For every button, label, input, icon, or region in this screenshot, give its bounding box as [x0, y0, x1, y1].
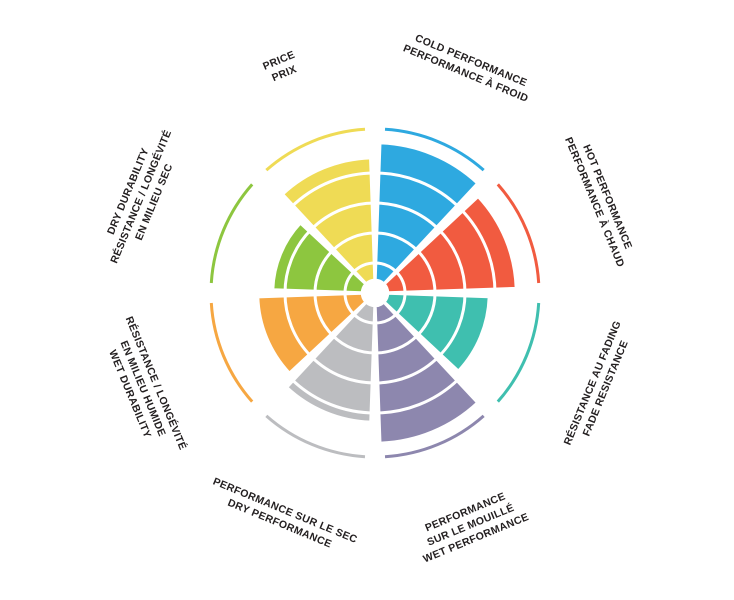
grid-ring-4 — [253, 171, 497, 415]
sector-price — [281, 156, 376, 286]
sector-wet-durability — [256, 292, 368, 375]
outer-arc-wet-performance — [384, 414, 485, 459]
grid-ring-1 — [343, 261, 407, 325]
sector-wet-performance — [374, 300, 480, 445]
outer-arc-dry-performance — [265, 414, 366, 459]
outer-arc-hot-performance — [496, 183, 541, 284]
outer-arc-price — [265, 127, 366, 172]
outer-arc-cold-performance — [384, 127, 485, 172]
sector-dry-durability — [271, 221, 368, 294]
grid-ring-3 — [283, 201, 467, 385]
outer-arc-dry-durability — [209, 183, 254, 284]
grid-ring-2 — [313, 231, 437, 355]
outer-arc-fade-resistance — [496, 302, 541, 403]
sector-cold-performance — [374, 141, 480, 286]
outer-arc-wet-durability — [209, 302, 254, 403]
